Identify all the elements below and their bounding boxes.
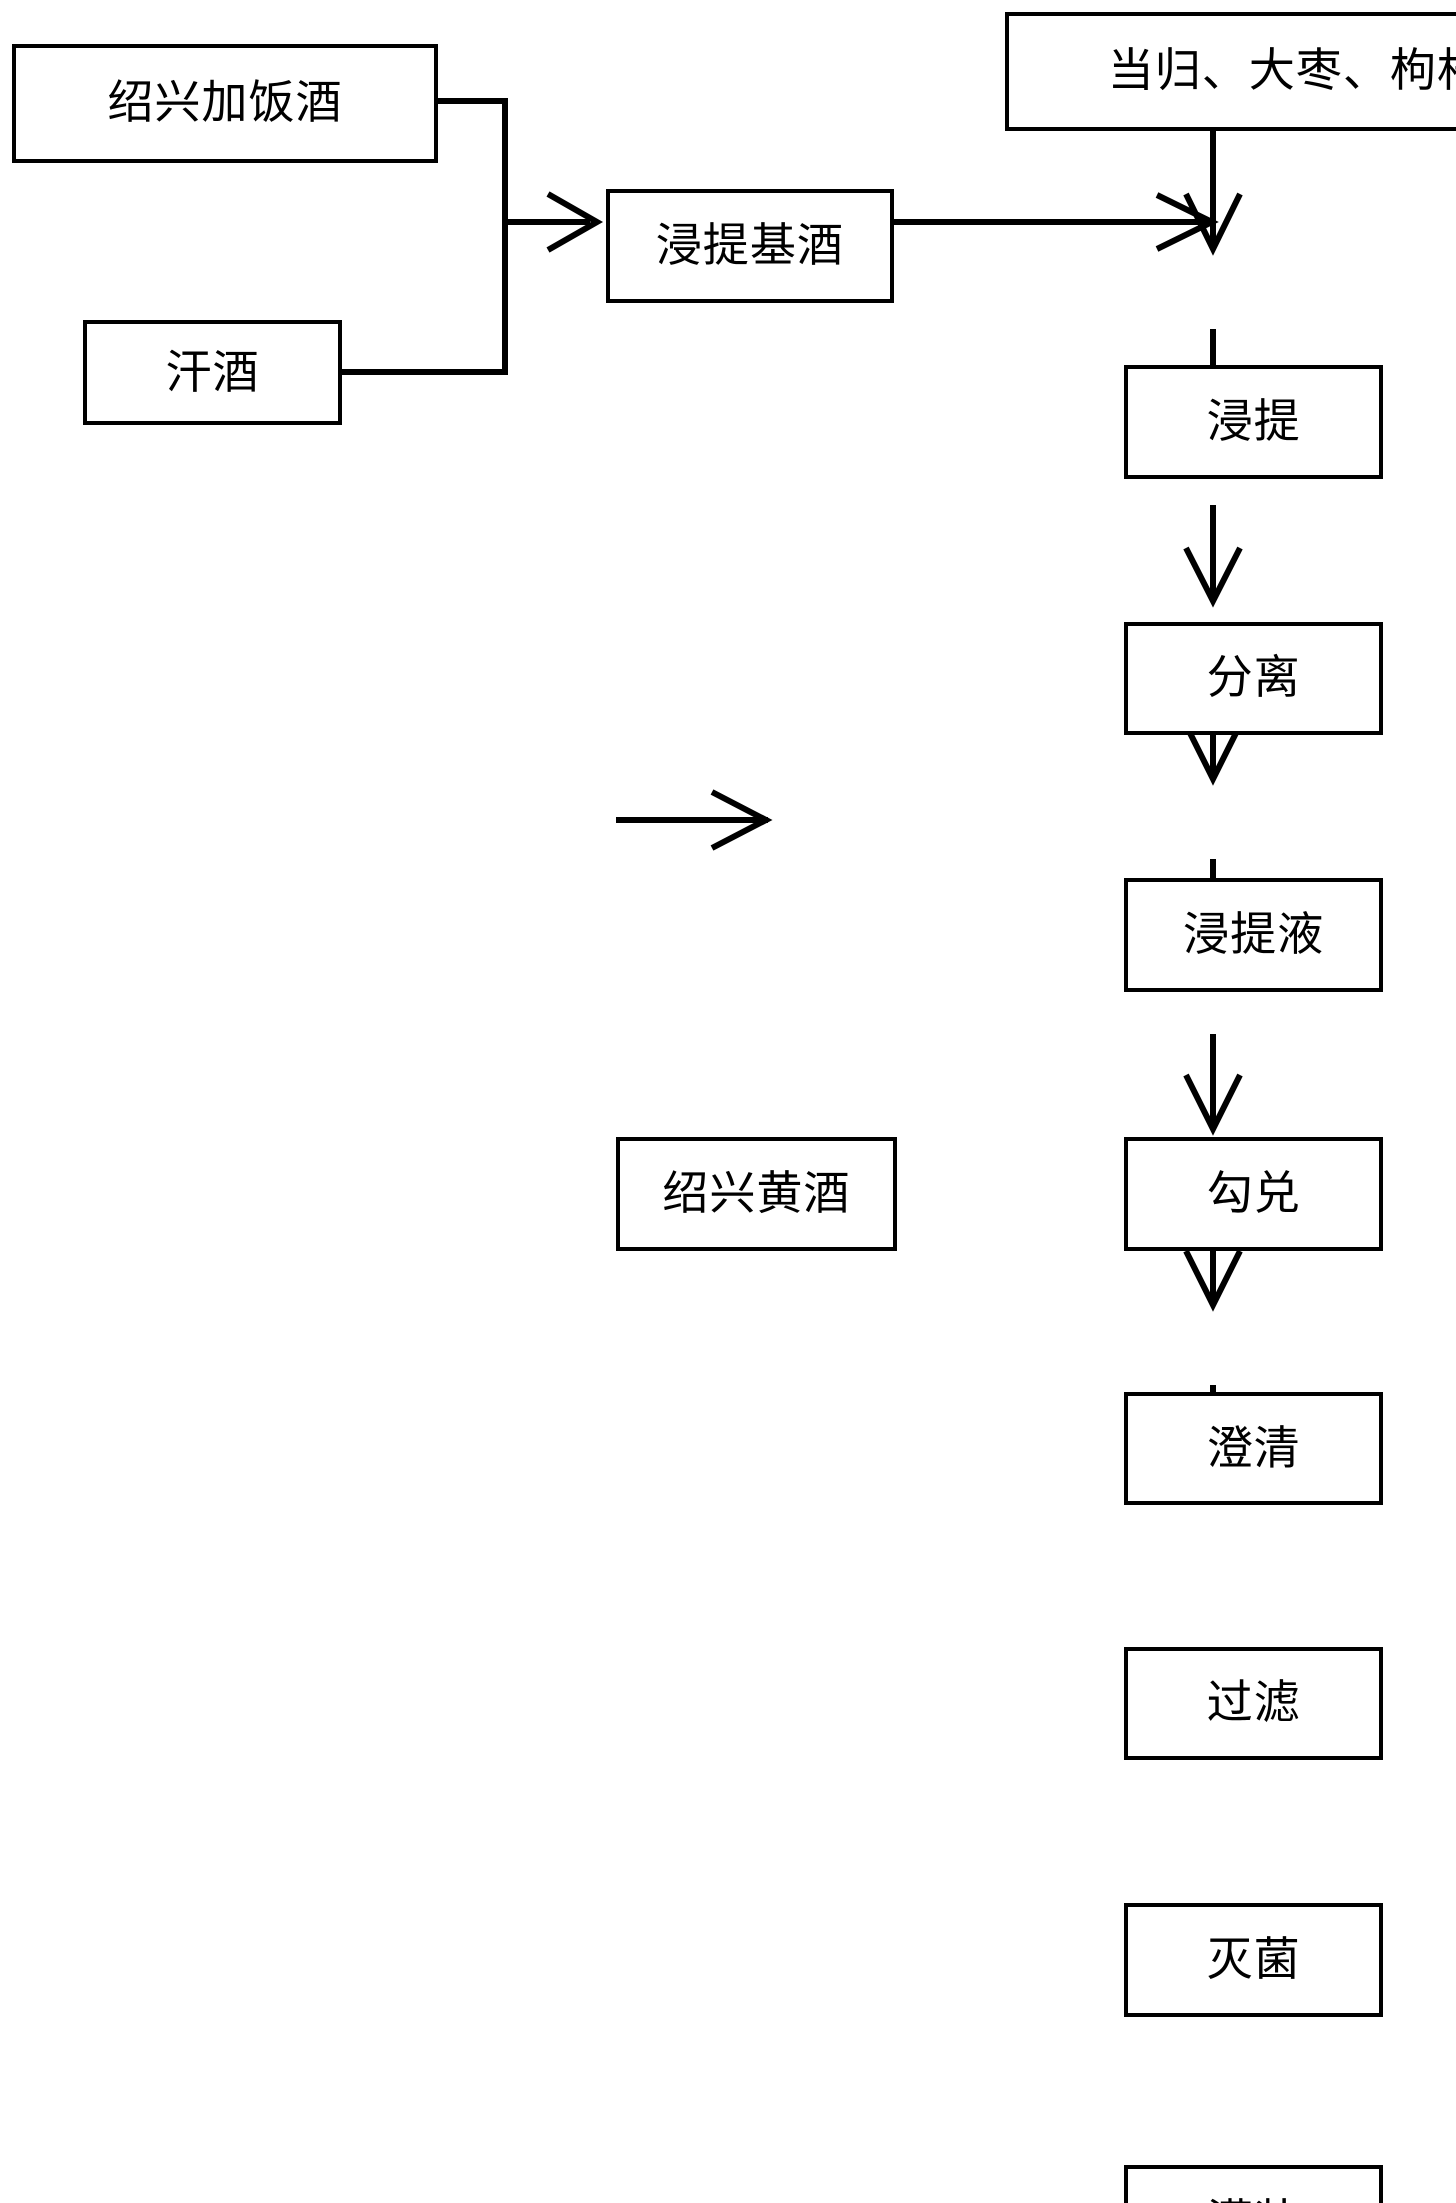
arrowhead-into-guolv [1183, 1073, 1243, 1136]
node-shaoxing-jiafan-jiu[interactable]: 绍兴加饭酒 [11, 43, 439, 164]
node-guolv[interactable]: 过滤 [1124, 1646, 1384, 1761]
node-jinti-ye[interactable]: 浸提液 [1124, 877, 1384, 992]
node-label: 浸提基酒 [655, 219, 844, 271]
node-han-jiu[interactable]: 汗酒 [82, 320, 343, 426]
node-jinti[interactable]: 浸提 [1124, 365, 1384, 480]
node-miejun[interactable]: 灭菌 [1124, 1902, 1384, 2017]
arrowhead-into-jintijijiu [546, 191, 604, 253]
node-label: 过滤 [1206, 1677, 1301, 1729]
node-label: 灭菌 [1206, 1933, 1301, 1985]
arrowhead-into-miejun [1183, 1249, 1243, 1312]
arrowhead-into-goudui-top [1183, 723, 1243, 786]
node-shaoxing-huangjiu[interactable]: 绍兴黄酒 [615, 1137, 897, 1251]
node-fenli[interactable]: 分离 [1124, 621, 1384, 736]
node-label: 浸提 [1206, 396, 1301, 448]
node-guanzhuang[interactable]: 灌装 [1124, 2165, 1384, 2203]
node-label: 绍兴黄酒 [662, 1167, 851, 1219]
node-jinti-jijiu[interactable]: 浸提基酒 [605, 189, 894, 303]
node-label: 汗酒 [165, 346, 260, 398]
node-label: 分离 [1206, 652, 1301, 704]
node-herbs[interactable]: 当归、大枣、枸杆 [1004, 11, 1456, 132]
node-label: 澄清 [1206, 1422, 1301, 1474]
node-label: 当归、大枣、枸杆 [1107, 45, 1456, 97]
node-label: 绍兴加饭酒 [107, 77, 343, 129]
arrowhead-into-jintiye [1183, 546, 1243, 608]
node-chengqing[interactable]: 澄清 [1124, 1391, 1384, 1506]
node-goudui[interactable]: 勾兑 [1124, 1137, 1384, 1251]
node-label: 勾兑 [1206, 1167, 1301, 1219]
arrowhead-into-goudui-left [710, 789, 773, 851]
node-label: 浸提液 [1183, 908, 1325, 960]
node-label: 灌装 [1207, 2198, 1301, 2203]
arrowhead-into-jinti [1183, 192, 1243, 256]
